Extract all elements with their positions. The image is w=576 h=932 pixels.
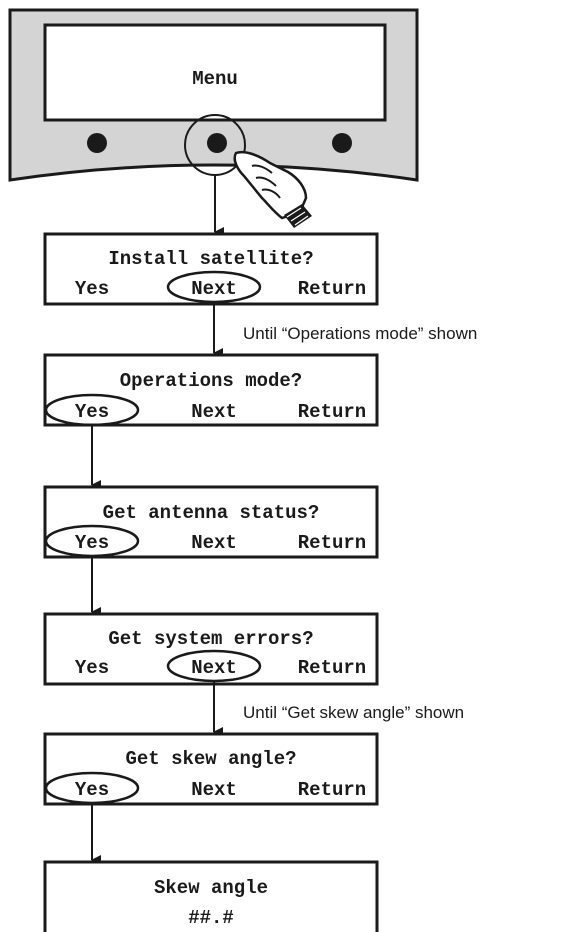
option-yes[interactable]: Yes xyxy=(75,779,109,801)
option-return[interactable]: Return xyxy=(298,401,366,423)
skew-angle-value: ##.# xyxy=(188,907,234,929)
option-yes[interactable]: Yes xyxy=(75,278,109,300)
note-until-operations: Until “Operations mode” shown xyxy=(243,324,477,343)
option-yes[interactable]: Yes xyxy=(75,532,109,554)
screen-get-skew-angle: Get skew angle? Yes Next Return xyxy=(43,732,379,806)
center-button[interactable] xyxy=(207,133,227,153)
screen-title: Get antenna status? xyxy=(103,502,320,524)
screen-install-satellite: Install satellite? Yes Next Return xyxy=(43,232,379,306)
display-text: Menu xyxy=(192,68,238,90)
screen-title: Get system errors? xyxy=(108,628,313,650)
screen-title: Operations mode? xyxy=(120,370,302,392)
screen-skew-angle-result: Skew angle ##.# xyxy=(43,860,379,932)
selection-ellipse xyxy=(44,771,140,805)
option-return[interactable]: Return xyxy=(298,278,366,300)
option-return[interactable]: Return xyxy=(298,657,366,679)
option-return[interactable]: Return xyxy=(298,779,366,801)
option-next[interactable]: Next xyxy=(191,657,237,679)
right-button[interactable] xyxy=(332,133,352,153)
screen-get-system-errors: Get system errors? Yes Next Return xyxy=(43,612,379,686)
option-next[interactable]: Next xyxy=(191,779,237,801)
screen-get-antenna-status: Get antenna status? Yes Next Return xyxy=(43,485,379,559)
option-next[interactable]: Next xyxy=(191,401,237,423)
screen-title: Install satellite? xyxy=(108,248,313,270)
control-panel: Menu xyxy=(8,8,419,182)
menu-display xyxy=(43,23,387,122)
selection-ellipse xyxy=(44,524,140,558)
screen-title: Get skew angle? xyxy=(125,748,296,770)
left-button[interactable] xyxy=(87,133,107,153)
screen-operations-mode: Operations mode? Yes Next Return xyxy=(43,353,379,427)
option-next[interactable]: Next xyxy=(191,278,237,300)
pointing-hand-icon xyxy=(233,150,312,228)
note-until-skew: Until “Get skew angle” shown xyxy=(243,703,464,722)
option-yes[interactable]: Yes xyxy=(75,657,109,679)
option-yes[interactable]: Yes xyxy=(75,401,109,423)
option-return[interactable]: Return xyxy=(298,532,366,554)
screen-title: Skew angle xyxy=(154,877,268,899)
option-next[interactable]: Next xyxy=(191,532,237,554)
